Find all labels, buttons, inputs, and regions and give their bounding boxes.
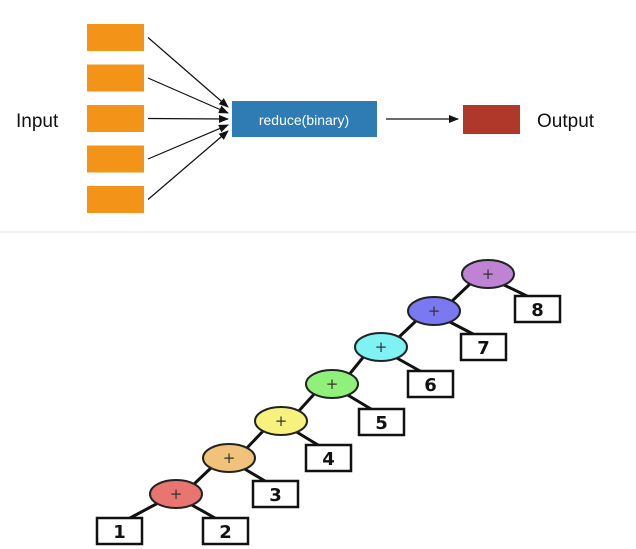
tree-leaves: 1 2 3 4 5 6 7 8 bbox=[95, 294, 562, 546]
plus-operator: + bbox=[428, 302, 441, 320]
reduce-flow: Input reduce(binary) Output bbox=[16, 24, 595, 213]
input-label: Input bbox=[16, 111, 59, 132]
plus-operator: + bbox=[326, 375, 339, 393]
input-arrow bbox=[147, 130, 229, 200]
output-label: Output bbox=[537, 111, 595, 132]
plus-operator: + bbox=[275, 412, 288, 430]
tree-edge bbox=[295, 390, 318, 415]
leaf-value: 8 bbox=[531, 300, 544, 321]
plus-operator: + bbox=[482, 265, 495, 283]
plus-operator: + bbox=[170, 485, 183, 503]
tree-edge bbox=[500, 282, 529, 298]
input-box bbox=[87, 145, 144, 173]
input-arrow bbox=[147, 114, 229, 123]
tree-edge bbox=[243, 427, 267, 452]
leaf-box bbox=[513, 294, 562, 324]
leaf-value: 7 bbox=[477, 338, 490, 359]
input-arrow bbox=[147, 124, 229, 160]
tree-edge bbox=[344, 392, 373, 411]
leaf-box bbox=[251, 479, 300, 509]
leaf-value: 4 bbox=[322, 449, 335, 470]
leaf-value: 2 bbox=[219, 522, 232, 543]
reduce-box bbox=[232, 101, 377, 137]
plus-node bbox=[254, 406, 308, 436]
leaf-value: 3 bbox=[269, 485, 282, 506]
tree-edge bbox=[241, 466, 267, 483]
leaf-box bbox=[357, 407, 406, 437]
input-box bbox=[87, 24, 144, 51]
tree-edge bbox=[448, 280, 474, 305]
reduce-label: reduce(binary) bbox=[259, 112, 349, 128]
leaf-value: 6 bbox=[424, 375, 437, 396]
tree-edge bbox=[393, 355, 422, 373]
leaf-value: 5 bbox=[375, 413, 388, 434]
plus-node bbox=[354, 332, 408, 362]
plus-node bbox=[202, 443, 256, 473]
input-boxes bbox=[87, 24, 144, 213]
tree-edge bbox=[395, 317, 420, 341]
plus-node bbox=[149, 479, 203, 509]
tree-edge bbox=[190, 464, 215, 488]
tree-edge bbox=[346, 353, 367, 378]
plus-node bbox=[461, 259, 515, 289]
input-box bbox=[87, 105, 144, 132]
leaf-box bbox=[406, 369, 455, 399]
leaf-box bbox=[201, 516, 250, 546]
plus-operator: + bbox=[375, 338, 388, 356]
output-box bbox=[463, 105, 520, 134]
leaf-box bbox=[304, 443, 353, 473]
input-arrow bbox=[147, 77, 229, 114]
plus-operator: + bbox=[223, 449, 236, 467]
tree-nodes: + + + + + + + bbox=[149, 259, 515, 509]
leaf-box bbox=[459, 332, 508, 362]
input-box bbox=[87, 186, 144, 213]
tree-edges bbox=[128, 280, 529, 520]
tree-edge bbox=[293, 429, 320, 447]
input-arrows bbox=[147, 37, 229, 200]
input-arrow bbox=[147, 37, 229, 108]
tree-edge bbox=[188, 502, 217, 520]
plus-node bbox=[305, 369, 359, 399]
plus-node bbox=[407, 296, 461, 326]
input-box bbox=[87, 64, 144, 92]
leaf-value: 1 bbox=[113, 522, 126, 543]
tree-edge bbox=[128, 500, 162, 520]
leaf-box bbox=[95, 516, 144, 546]
tree-edge bbox=[446, 319, 475, 336]
